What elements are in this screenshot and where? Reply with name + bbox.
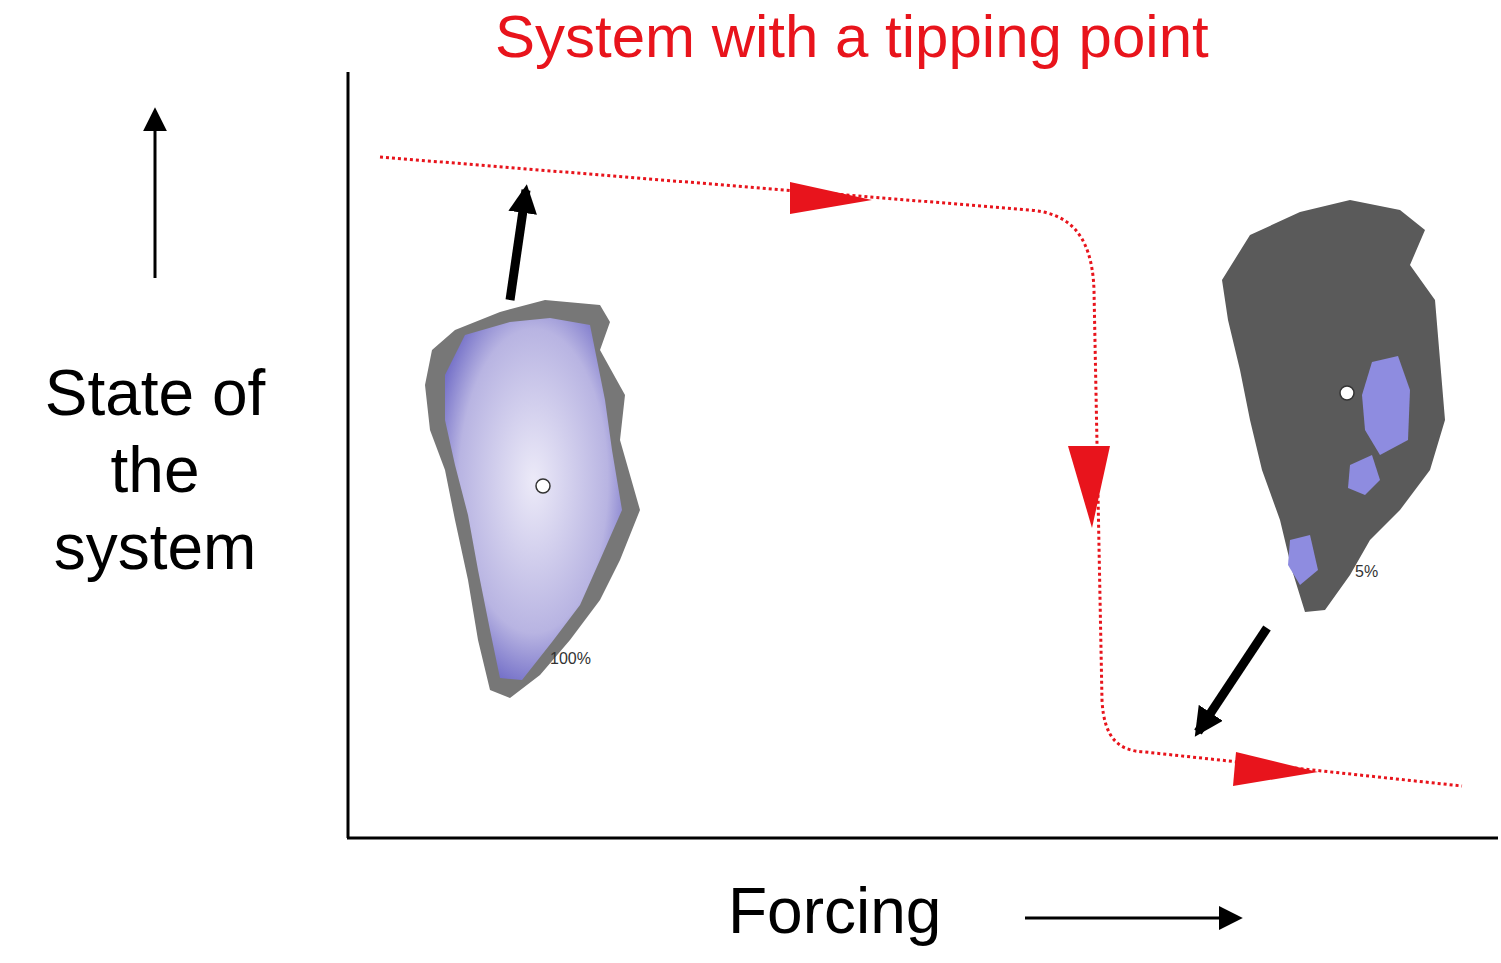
ice-percentage: 5% xyxy=(1355,563,1378,581)
red-arrowhead xyxy=(790,182,872,214)
red-arrowhead xyxy=(1068,446,1110,528)
axis-label: State of the system xyxy=(10,355,300,585)
ice-percentage: 100% xyxy=(550,650,591,668)
axis-label: Forcing xyxy=(728,874,941,948)
x-axis xyxy=(347,837,1498,840)
y-axis xyxy=(347,72,350,838)
pointer-arrow xyxy=(510,190,526,300)
chart-title: System with a tipping point xyxy=(495,2,1209,71)
greenland-full-ice xyxy=(425,300,640,698)
axis-arrow xyxy=(1025,917,1238,920)
system-path xyxy=(380,157,1462,786)
greenland-little-ice xyxy=(1222,200,1445,612)
pointer-arrow xyxy=(1198,628,1267,732)
axis-arrow xyxy=(154,112,157,278)
red-arrowhead xyxy=(1233,752,1318,786)
